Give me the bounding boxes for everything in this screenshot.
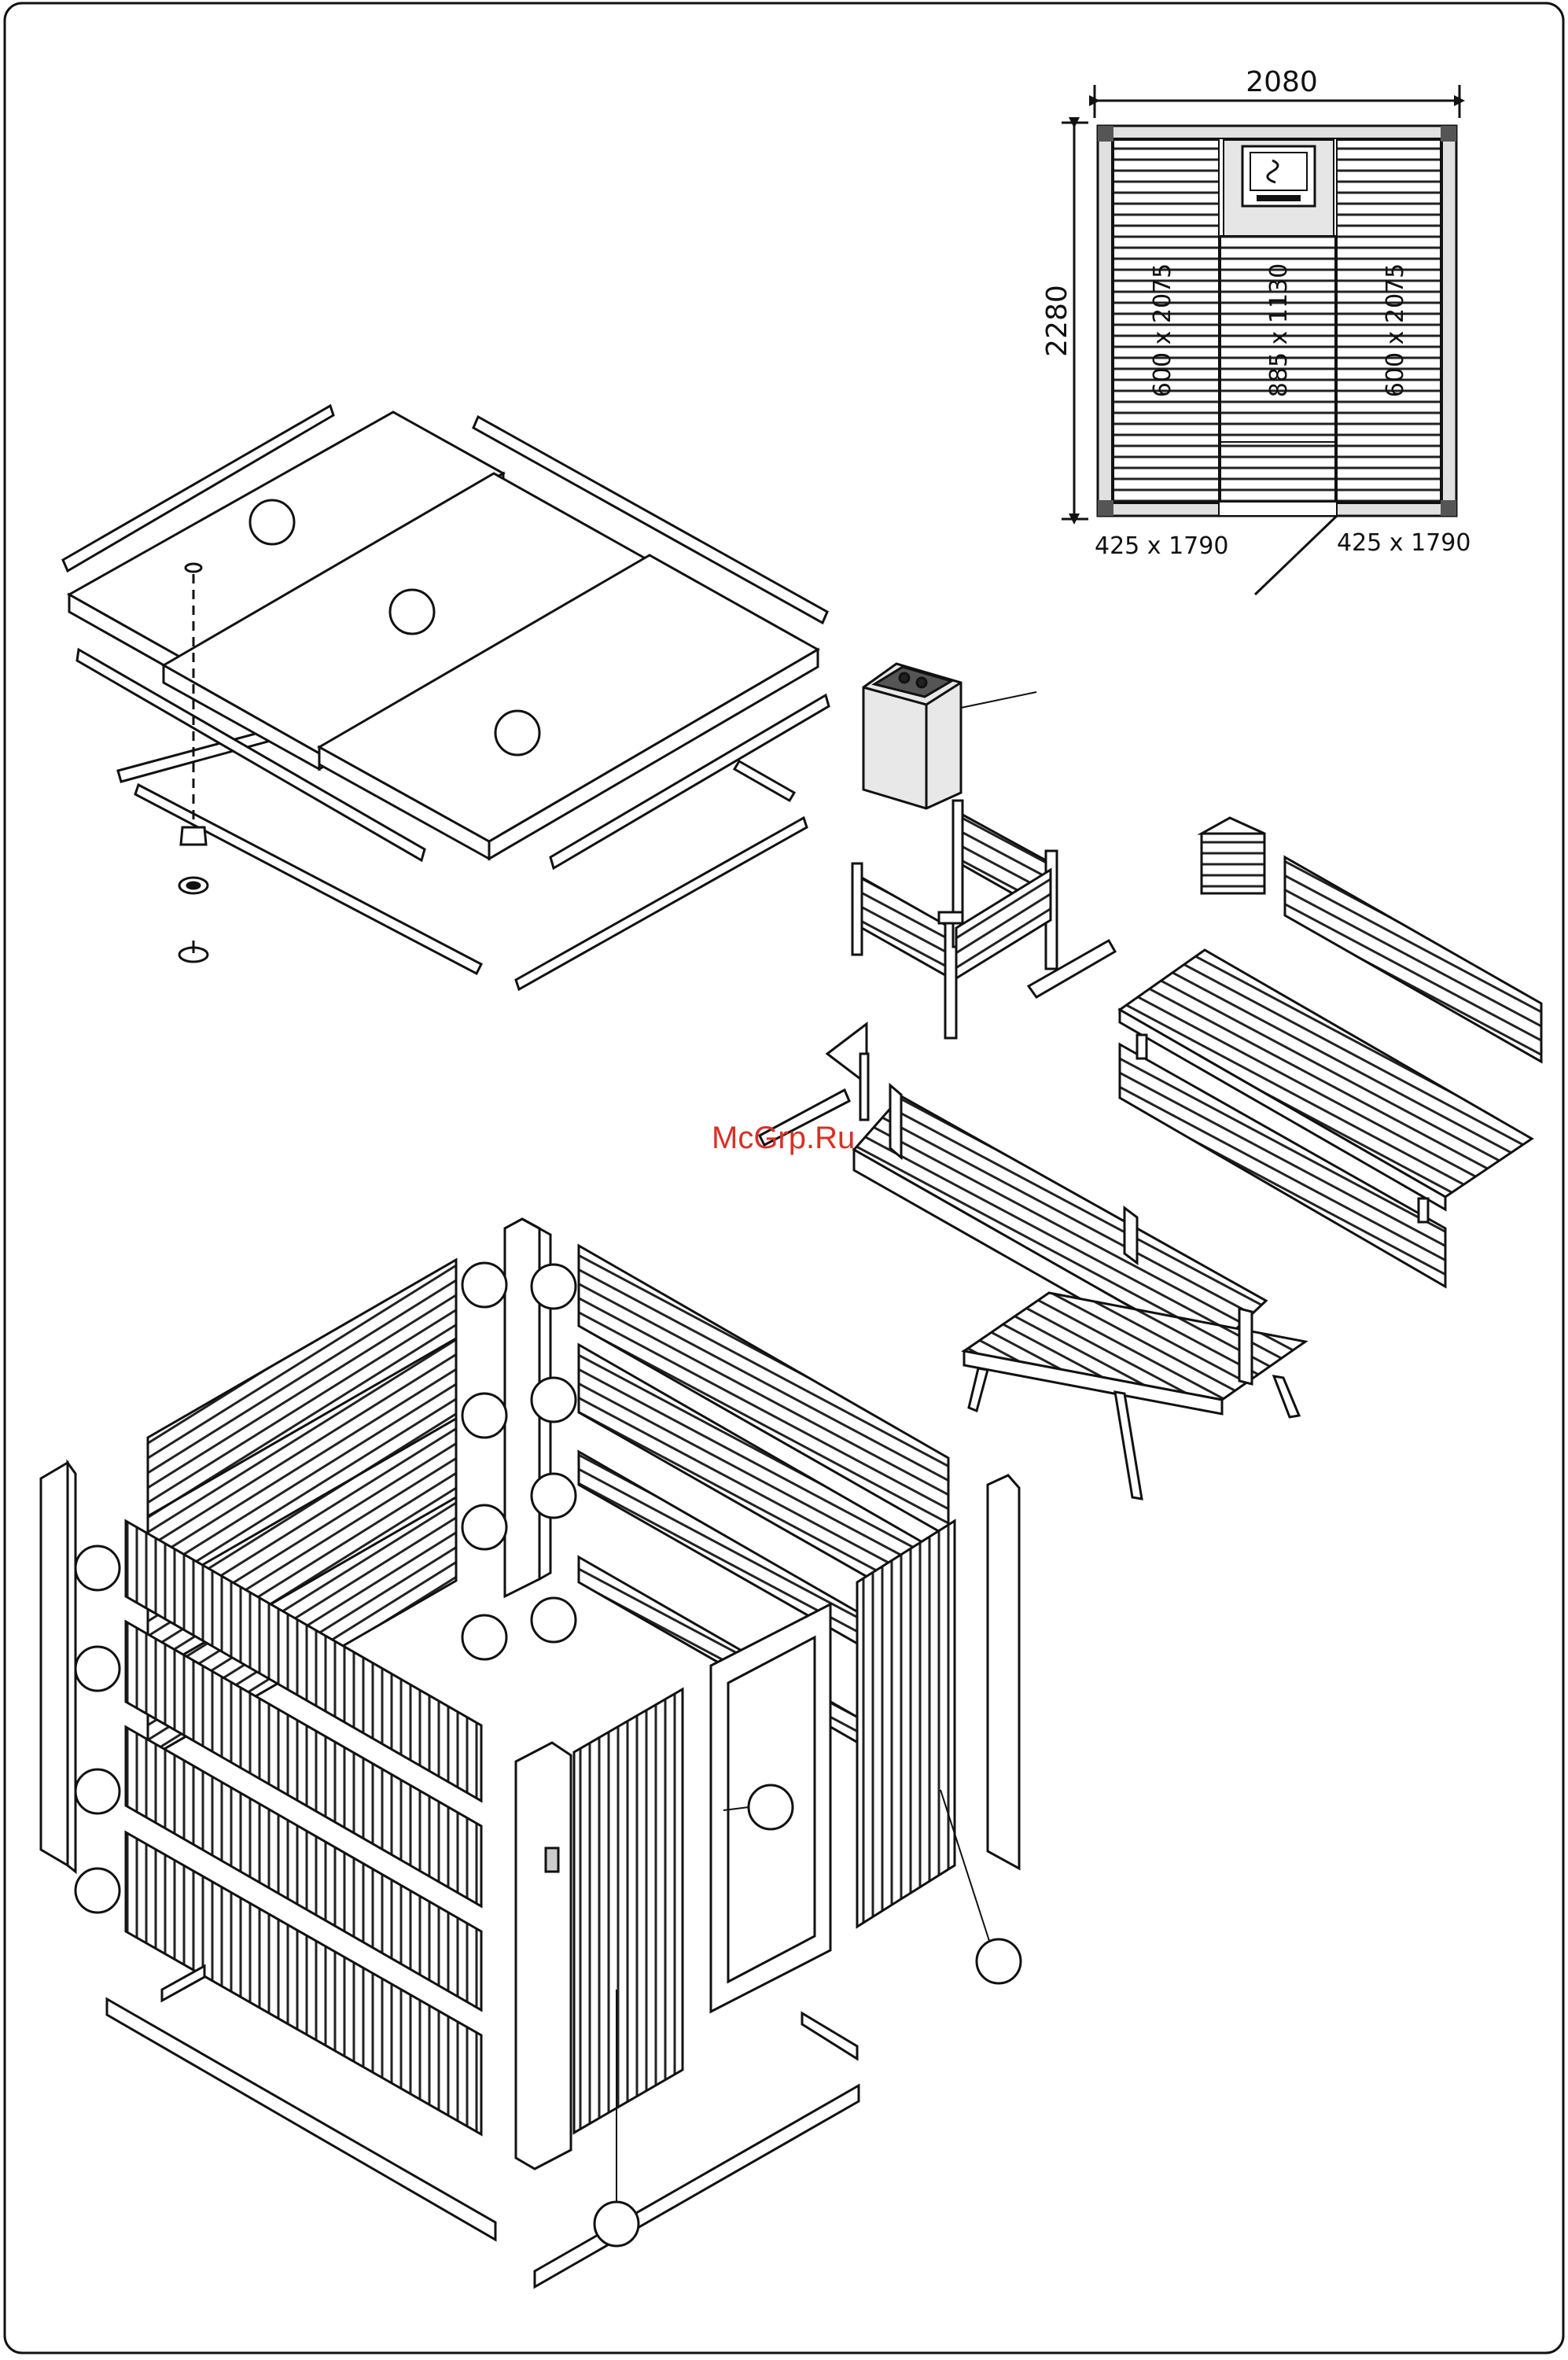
wall-callout-6 (532, 1378, 576, 1422)
wall-callout-1 (462, 1263, 506, 1307)
door-pointer-line (1255, 516, 1337, 595)
lamp-socket (181, 827, 206, 845)
depth-label: 2280 (1041, 285, 1073, 357)
roof-callout-1 (250, 500, 294, 544)
wall-callout-9 (75, 1546, 120, 1590)
bench-left-label: 600 x 2075 (1149, 263, 1176, 397)
width-label: 2080 (1246, 66, 1318, 98)
door-right-label: 425 x 1790 (1337, 529, 1470, 557)
watermark: McGrp.Ru (712, 1121, 855, 1155)
front-panel-callout (594, 2202, 639, 2246)
sauna-heater (863, 664, 1036, 808)
door-callout (749, 1785, 793, 1829)
door-left-label: 425 x 1790 (1095, 532, 1228, 560)
wall-callout-12 (75, 1868, 120, 1913)
wall-callout-10 (75, 1647, 120, 1691)
wall-callout-8 (532, 1598, 576, 1642)
roof-callout-3 (495, 711, 539, 755)
roof-rail-bottom-right (516, 818, 807, 989)
roof-callout-2 (390, 590, 434, 634)
wall-callout-2 (462, 1394, 506, 1438)
backrest-frames (852, 801, 1115, 1038)
roof-assembly (63, 406, 829, 989)
front-door-panel (574, 1689, 683, 2133)
front-wall-right (857, 1521, 955, 1927)
wall-callout-3 (462, 1505, 506, 1549)
wall-callout-7 (532, 1474, 576, 1518)
wall-callout-11 (75, 1769, 120, 1813)
wall-assembly (41, 1219, 1021, 2287)
bench-middle-label: 885 x 1130 (1265, 263, 1293, 397)
bench-right-label: 600 x 2075 (1382, 263, 1409, 397)
floor-plan: 2080 2280 600 x 2075 885 x 1130 600 (1041, 66, 1470, 595)
wall-callout-4 (462, 1615, 506, 1659)
right-panel-callout (977, 1939, 1021, 1983)
wall-callout-5 (532, 1265, 576, 1309)
